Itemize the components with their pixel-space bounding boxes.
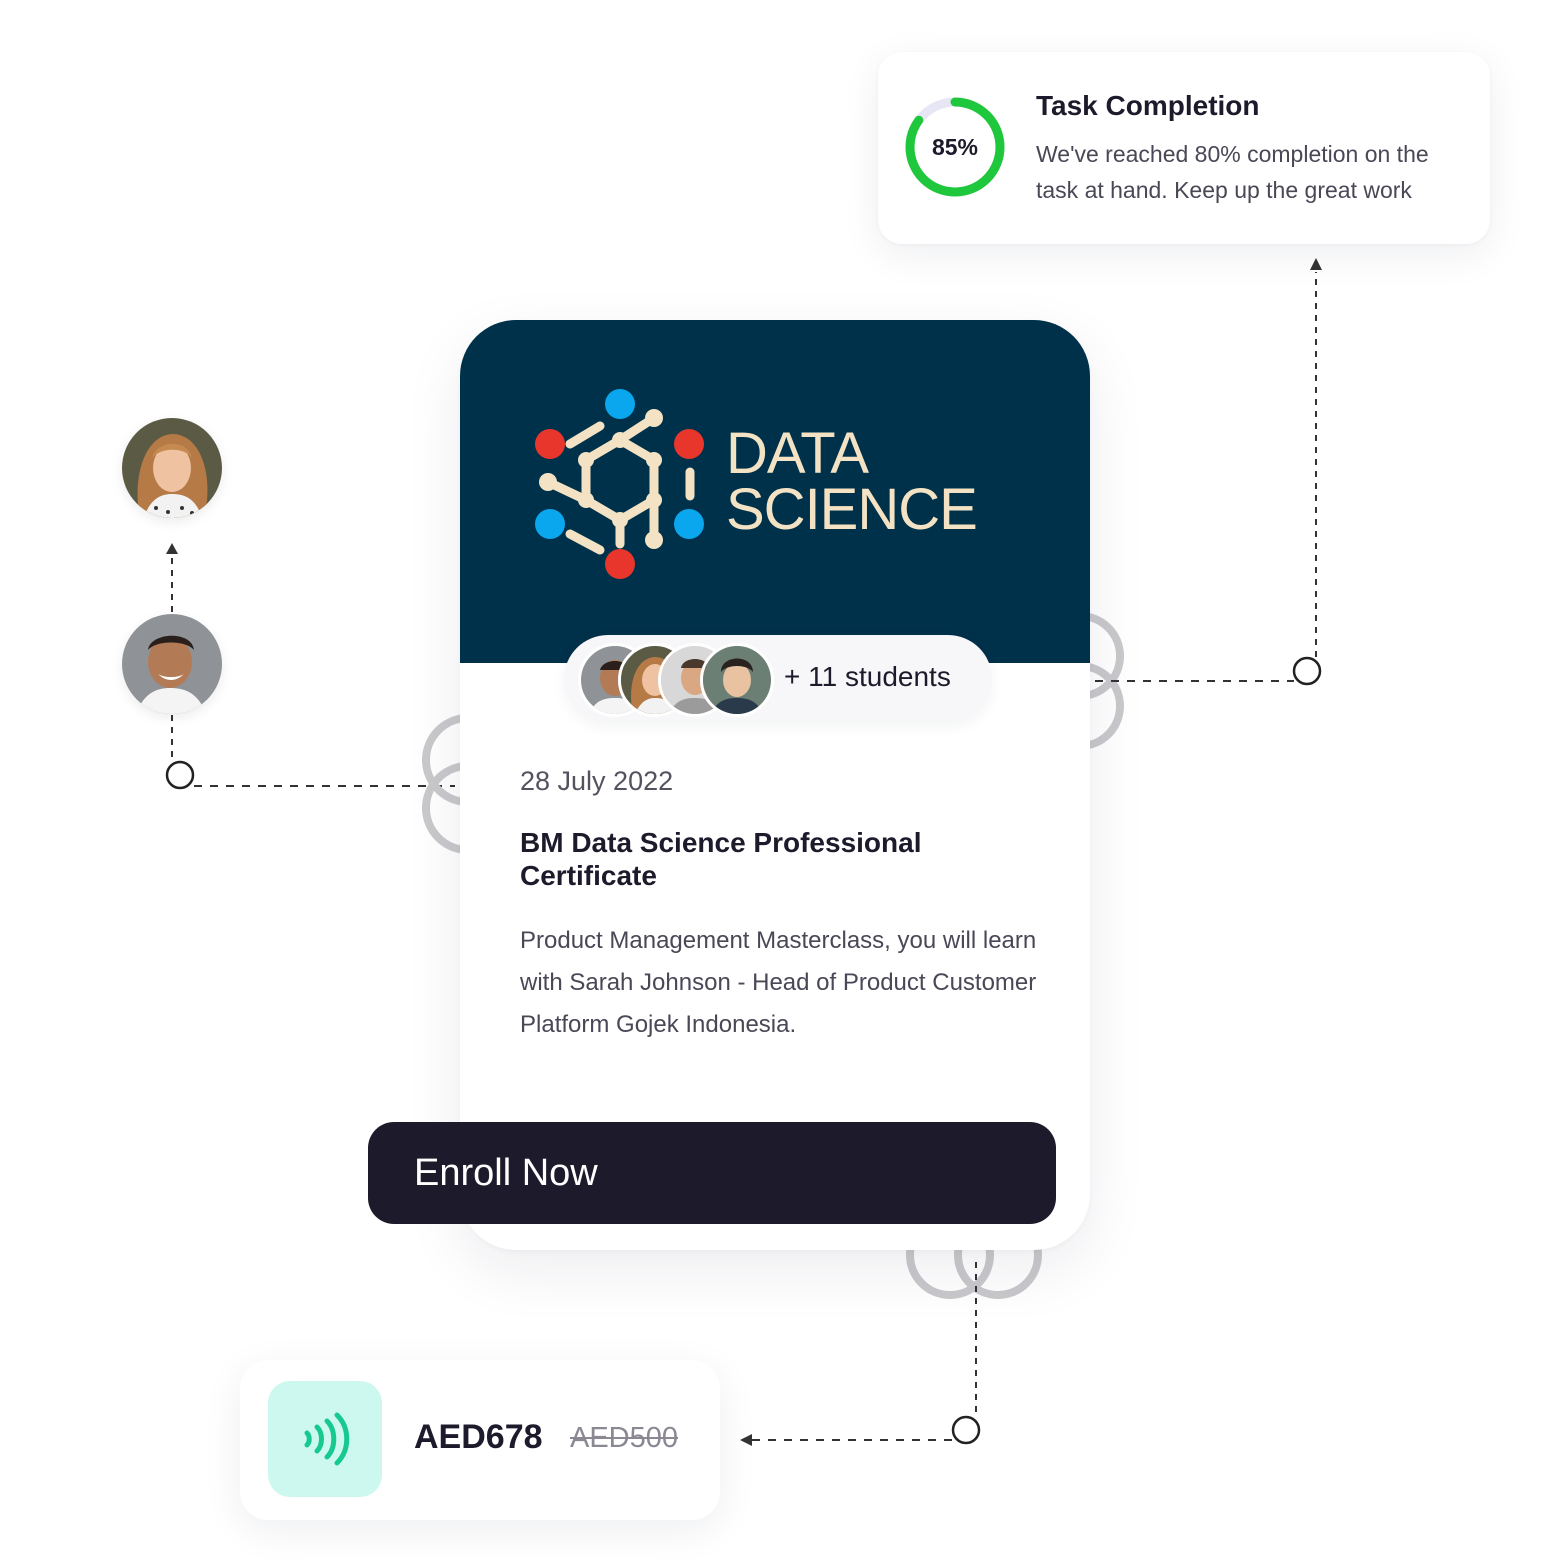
students-pill[interactable]: + 11 students <box>564 635 992 723</box>
task-description: We've reached 80% completion on the task… <box>1036 141 1429 203</box>
enroll-now-button[interactable]: Enroll Now <box>368 1122 1056 1224</box>
progress-ring <box>905 97 1005 197</box>
course-title: BM Data Science Professional Certificate <box>520 827 922 891</box>
course-header: DATA SCIENCE <box>460 320 1090 663</box>
current-price: AED678 <box>414 1418 543 1456</box>
logo-line-1: DATA <box>726 421 869 486</box>
nfc-badge[interactable] <box>268 1381 382 1497</box>
student-avatar <box>700 643 774 717</box>
original-price: AED500 <box>570 1422 679 1454</box>
course-description: Product Management Masterclass, you will… <box>520 927 1037 1038</box>
price-card: AED678 AED500 <box>240 1360 720 1520</box>
avatar-man-image <box>122 614 222 714</box>
logo-wordmark: DATA SCIENCE <box>726 421 978 542</box>
course-card[interactable]: DATA SCIENCE + 11 students 28 July 2022 … <box>460 320 1090 1250</box>
course-date: 28 July 2022 <box>520 766 674 796</box>
contactless-payment-icon <box>304 1412 350 1466</box>
progress-percent: 85% <box>931 133 979 160</box>
task-completion-card: 85% Task Completion We've reached 80% co… <box>878 52 1490 244</box>
logo-line-2: SCIENCE <box>726 477 978 542</box>
data-science-logo-icon <box>535 389 704 579</box>
students-count: + 11 students <box>784 661 951 692</box>
task-title: Task Completion <box>1036 90 1260 121</box>
avatar-woman[interactable] <box>122 418 222 518</box>
avatar-woman-image <box>122 418 222 518</box>
avatar-man[interactable] <box>122 614 222 714</box>
